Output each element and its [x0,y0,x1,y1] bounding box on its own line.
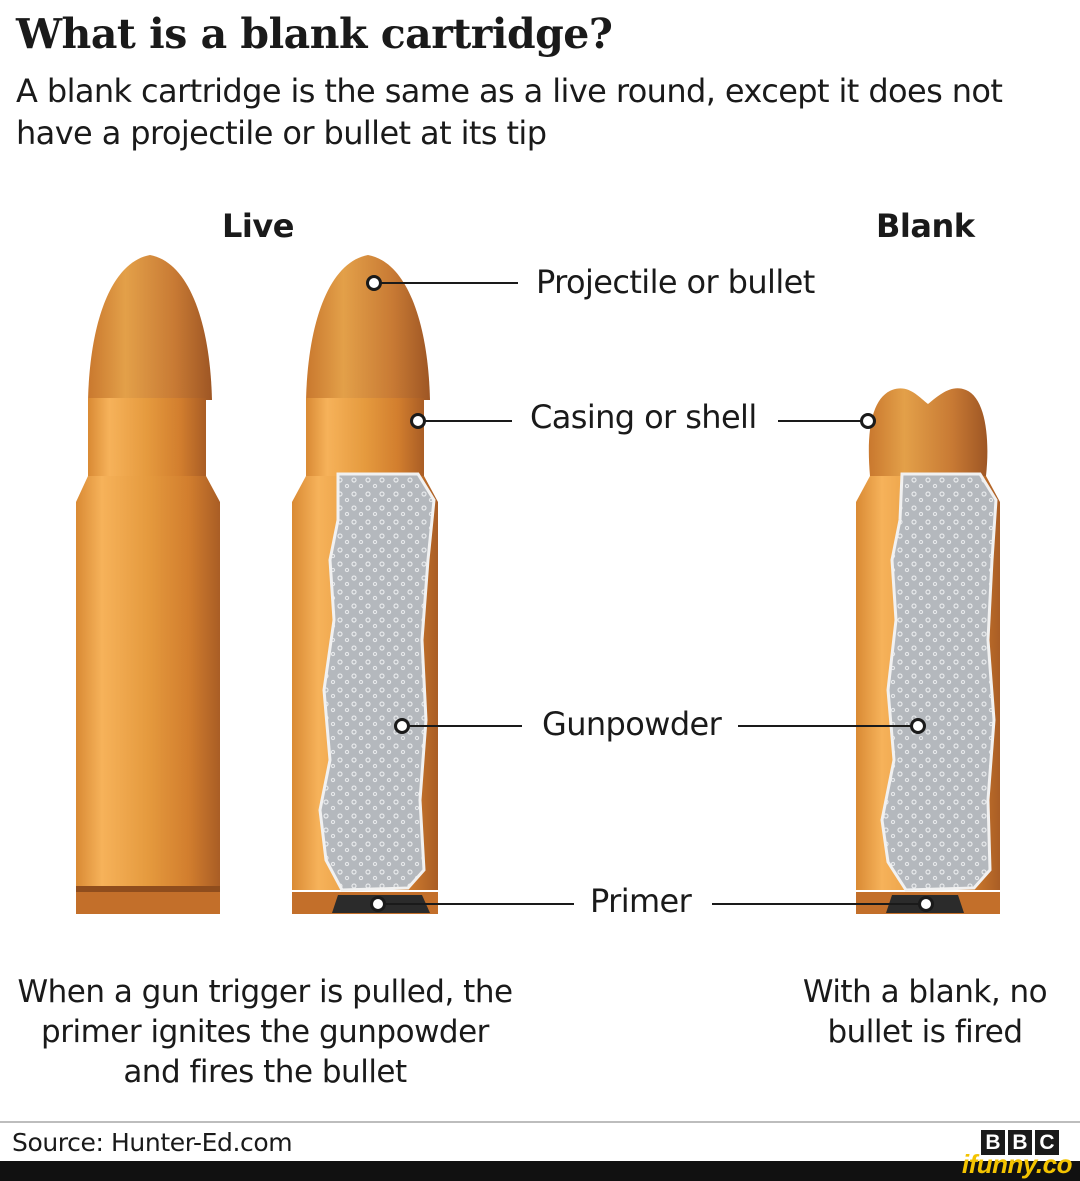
page-subtitle: A blank cartridge is the same as a live … [16,72,1003,152]
projectile-marker [366,275,382,291]
live-caption: When a gun trigger is pulled, the primer… [17,974,513,1090]
live-bullet-tip [88,255,212,400]
bbc-logo-letter: C [1035,1130,1059,1155]
projectile-label: Projectile or bullet [536,263,815,301]
live-case-body [76,502,220,890]
watermark-bar [0,1161,1080,1181]
gunpowder-label: Gunpowder [542,705,722,743]
leader-lines [366,275,934,912]
live-cartridge-full [76,255,220,914]
casing-label: Casing or shell [530,398,757,436]
blank-cartridge [856,388,1000,914]
page-title: What is a blank cartridge? [16,10,613,58]
source-credit: Source: Hunter-Ed.com [12,1128,293,1157]
live-cartridge-cutaway [292,255,438,914]
live-case-shoulder [76,476,220,502]
live-column-heading: Live [222,207,294,245]
cutaway-bullet-tip [306,255,430,400]
blank-column-heading: Blank [876,207,975,245]
bbc-logo: B B C [981,1130,1059,1155]
primer-marker-live [370,896,386,912]
bbc-logo-letter: B [1008,1130,1032,1155]
blank-crimped-tip [868,388,988,476]
casing-marker-blank [860,413,876,429]
primer-label: Primer [590,882,692,920]
live-gunpowder-fill [318,472,436,892]
casing-marker-live [410,413,426,429]
bbc-logo-letter: B [981,1130,1005,1155]
live-case-rim [76,892,220,914]
footer-divider [0,1121,1080,1123]
live-case-neck [88,398,206,476]
blank-caption: With a blank, no bullet is fired [802,974,1048,1050]
ifunny-watermark: ifunny.co [961,1149,1073,1179]
gunpowder-marker-blank [910,718,926,734]
gunpowder-marker-live [394,718,410,734]
primer-marker-blank [918,896,934,912]
blank-gunpowder-fill [880,472,998,892]
